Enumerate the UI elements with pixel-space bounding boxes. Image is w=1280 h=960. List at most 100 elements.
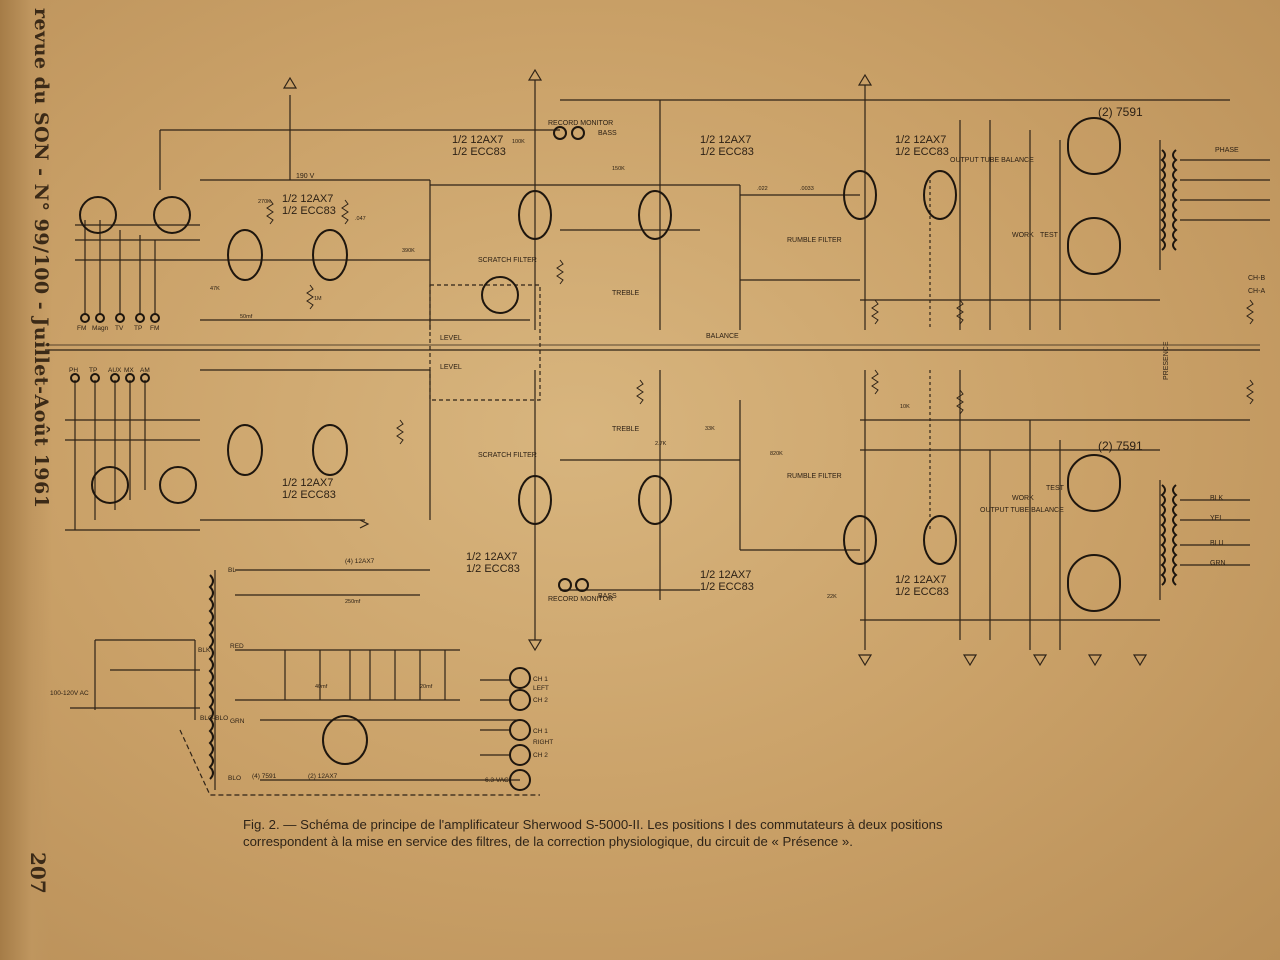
rectifier-heater-label: (2) 12AX7 (308, 773, 338, 780)
rectifier-tube-label: (4) 12AX7 (345, 558, 375, 565)
tube-label-pre-bottom-1: 1/2 12AX7 (282, 477, 333, 489)
value-r9: 22K (827, 594, 837, 600)
running-header: revue du SON - N° 99/100 - Juillet-Août … (30, 8, 52, 509)
value-r4: 150K (612, 166, 625, 172)
treble-top-label: TREBLE (612, 290, 640, 297)
tube-label-pre-top-1: 1/2 12AX7 (282, 193, 333, 205)
tube-v1a-bottom (227, 424, 263, 476)
output-label-yel: YEL (1210, 515, 1223, 522)
tube-output-1 (1067, 117, 1121, 175)
test-top-label: TEST (1040, 232, 1059, 239)
mains-label: 100-120V AC (50, 690, 89, 697)
output-label-ch-b: CH-B (1248, 275, 1265, 282)
value-r2: 47K (210, 286, 220, 292)
tube-v3a-bottom (843, 515, 877, 565)
tap-grn: GRN (230, 718, 245, 725)
ground-symbols (282, 68, 1148, 667)
tube-label-mid-top-2: 1/2 ECC83 (700, 146, 754, 158)
tube-label-tone-top-2: 1/2 ECC83 (452, 146, 506, 158)
value-c6: 20mf (420, 684, 433, 690)
value-r6: 390K (402, 248, 415, 254)
pilot-voltage-label: 6.3 VAC (485, 777, 509, 784)
tube-label-driver-top-2: 1/2 ECC83 (895, 146, 949, 158)
caption-line-1: Fig. 2. — Schéma de principe de l'amplif… (243, 817, 943, 832)
tube-symbols (70, 117, 1178, 791)
value-c5: 40mf (315, 684, 328, 690)
value-r11: 2.7K (655, 441, 667, 447)
output-label-blu: BLU (1210, 540, 1224, 547)
tube-label-mid-top-1: 1/2 12AX7 (700, 134, 751, 146)
value-r1: 270K (258, 199, 271, 205)
tube-label-tone-top-1: 1/2 12AX7 (452, 134, 503, 146)
bass-top-label: BASS (598, 130, 617, 137)
tube-label-output-bottom: (2) 7591 (1098, 439, 1143, 453)
supply-out-2: CH 2 (533, 697, 548, 704)
scratch-filter-top-label: SCRATCH FILTER (478, 257, 537, 264)
selector-switch-s1b (153, 196, 191, 234)
work-bottom-label: WORK (1012, 495, 1034, 502)
test-bottom-label: TEST (1046, 485, 1065, 492)
rumble-filter-bottom-label: RUMBLE FILTER (787, 473, 842, 480)
tube-label-driver-top-1: 1/2 12AX7 (895, 134, 946, 146)
tube-label-pre-top-2: 1/2 ECC83 (282, 205, 336, 217)
rumble-filter-top-label: RUMBLE FILTER (787, 237, 842, 244)
output-label-ch-a: CH-A (1248, 288, 1265, 295)
figure-caption: Fig. 2. — Schéma de principe de l'amplif… (243, 816, 1103, 850)
value-r3: 1M (314, 296, 322, 302)
selector-switch-s1a (79, 196, 117, 234)
work-top-label: WORK (1012, 232, 1034, 239)
input-label-bottom-1: TP (89, 367, 97, 374)
phase-label: PHASE (1215, 147, 1239, 154)
level-bottom-label: LEVEL (440, 364, 462, 371)
value-r5: 100K (512, 139, 525, 145)
supply-out-3: CH 1 (533, 728, 548, 735)
presence-label: PRESENCE (1163, 341, 1170, 380)
power-supply-labels: 100-120V AC 6.3 VAC (4) 12AX7 CH 1 LEFT … (50, 558, 553, 784)
supply-out-1: LEFT (533, 685, 549, 692)
tube-output-4 (1067, 554, 1121, 612)
mode-switch (481, 276, 519, 314)
output-tube-balance-bottom-label: OUTPUT TUBE BALANCE (980, 507, 1064, 514)
tube-label-driver-bottom-2: 1/2 ECC83 (895, 586, 949, 598)
input-label-group: FM Magn TV TP FM PH TP AUX MX AM (69, 325, 159, 374)
tube-label-mid-bottom-1: 1/2 12AX7 (700, 569, 751, 581)
value-r7: 33K (705, 426, 715, 432)
tube-label-output-top: (2) 7591 (1098, 105, 1143, 119)
tube-v3b-bottom (923, 515, 957, 565)
tap-blk: BLK (198, 647, 211, 654)
tube-v1b-top (312, 229, 348, 281)
tube-v2b-bottom (638, 475, 672, 525)
output-label-grn: GRN (1210, 560, 1226, 567)
bass-bottom-label: BASS (598, 593, 617, 600)
caption-line-2: correspondent à la mise en service des f… (243, 834, 853, 849)
value-c1: .047 (355, 216, 366, 222)
value-c7: 250mf (345, 599, 361, 605)
level-top-label: LEVEL (440, 335, 462, 342)
input-label-bottom-0: PH (69, 367, 78, 374)
tube-label-driver-bottom-1: 1/2 12AX7 (895, 574, 946, 586)
scratch-filter-bottom-label: SCRATCH FILTER (478, 452, 537, 459)
tube-v2b-top (638, 190, 672, 240)
control-label-group: RECORD MONITOR RECORD MONITOR BASS BASS … (296, 120, 1239, 603)
tap-bl: BL (228, 567, 236, 574)
tube-v3a-top (843, 170, 877, 220)
tap-blo: BLO (228, 775, 241, 782)
output-label-blk: BLK (1210, 495, 1224, 502)
input-label-bottom-2: AUX (108, 367, 122, 374)
tap-red: RED (230, 643, 244, 650)
output-tube-balance-top-label: OUTPUT TUBE BALANCE (950, 157, 1034, 164)
tube-label-tone-bottom-1: 1/2 12AX7 (466, 551, 517, 563)
tube-label-group: 1/2 12AX7 1/2 ECC83 1/2 12AX7 1/2 ECC83 … (282, 105, 1143, 598)
balance-label: BALANCE (706, 333, 739, 340)
input-label-top-3: TP (134, 325, 142, 332)
supply-out-0: CH 1 (533, 676, 548, 683)
tube-v3b-top (923, 170, 957, 220)
input-label-top-0: FM (77, 325, 86, 332)
input-label-bottom-3: MX (124, 367, 134, 374)
tube-v1a-top (227, 229, 263, 281)
resistors (266, 199, 1254, 445)
tube-output-3 (1067, 454, 1121, 512)
tap-blo-blo: BLO-BLO (200, 715, 228, 722)
